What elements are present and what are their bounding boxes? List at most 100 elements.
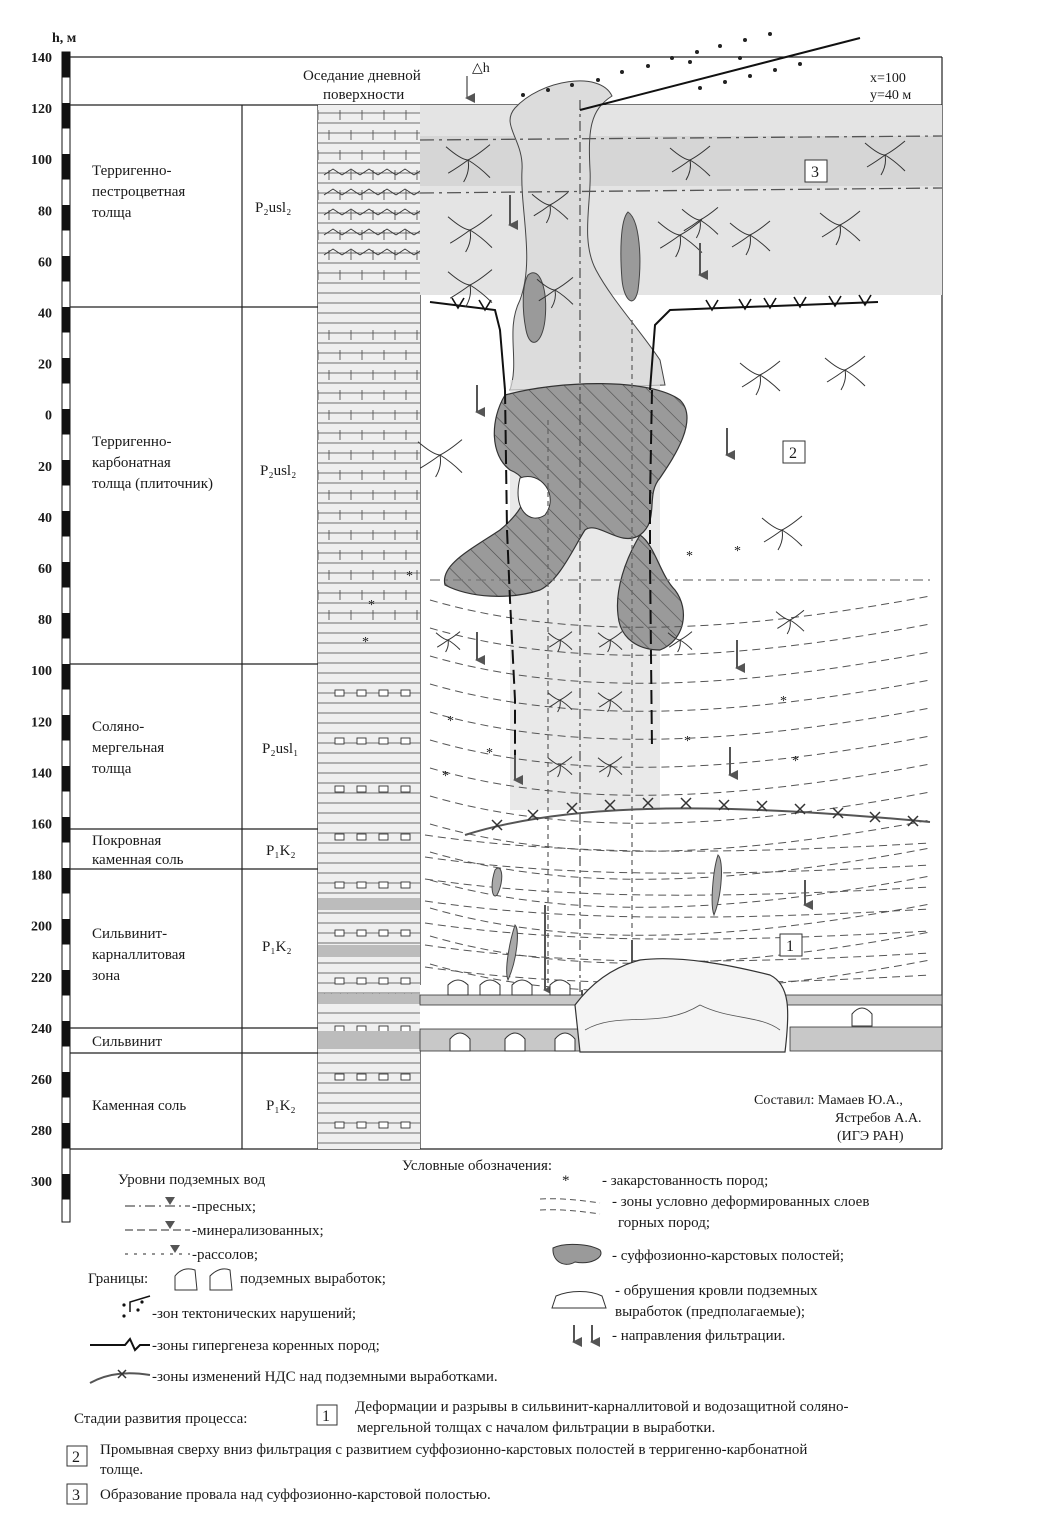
stage-3-marker: 3 <box>811 164 819 181</box>
legend-fresh-water: -пресных; <box>125 1197 256 1215</box>
axis-tick-label: 300 <box>31 1175 52 1190</box>
svg-text:-зоны изменений НДС над подзем: -зоны изменений НДС над подземными выраб… <box>152 1369 498 1385</box>
svg-text:2: 2 <box>72 1449 80 1466</box>
stages-title: Стадии развития процесса: <box>74 1411 247 1427</box>
axis-tick-label: 140 <box>31 51 52 66</box>
stratum-2-index: P₂usl₂ <box>260 463 296 479</box>
stratum-2-line-3: толща (плиточник) <box>92 476 213 492</box>
axis-tick-label: 220 <box>31 971 52 986</box>
roof-collapse <box>575 959 788 1052</box>
process-stages: Стадии развития процесса: 1 Деформации и… <box>67 1399 849 1504</box>
svg-text:-минерализованных;: -минерализованных; <box>192 1223 324 1239</box>
svg-text:- суффозионно-карстовых полост: - суффозионно-карстовых полостей; <box>612 1248 844 1264</box>
stratum-5-line-2: карналлитовая <box>92 947 185 963</box>
axis-tick-label: 40 <box>38 511 52 526</box>
lithology-column <box>318 105 432 1149</box>
axis-tick-label: 100 <box>31 153 52 168</box>
stratum-1-line-2: пестроцветная <box>92 184 185 200</box>
axis-tick-label: 80 <box>38 613 52 628</box>
stratum-5-index: P₁K₂ <box>262 939 292 955</box>
stratum-6-line-1: Сильвинит <box>92 1034 163 1050</box>
svg-text:-пресных;: -пресных; <box>192 1199 256 1215</box>
credit-line-1: Составил: Мамаев Ю.А., <box>754 1093 903 1108</box>
svg-text:- направления фильтрации.: - направления фильтрации. <box>612 1328 785 1344</box>
axis-tick-label: 40 <box>38 307 52 322</box>
karst-asterisk: * <box>447 714 454 729</box>
karst-asterisk: * <box>780 694 787 709</box>
stage-2-line-2: толще. <box>100 1462 143 1478</box>
scale-y: y=40 м <box>870 88 911 103</box>
legend-title: Условные обозначения: <box>402 1158 552 1174</box>
axis-tick-label: 120 <box>31 102 52 117</box>
legend-brine: -рассолов; <box>125 1245 258 1263</box>
legend-hypergenesis: -зоны гипергенеза коренных пород; <box>90 1338 380 1354</box>
stratum-1-line-1: Терригенно- <box>92 163 171 179</box>
svg-text:1: 1 <box>322 1408 330 1425</box>
stratum-7-line-1: Каменная соль <box>92 1098 186 1114</box>
karst-asterisk: * <box>792 754 799 769</box>
karst-asterisk: * <box>686 549 693 564</box>
stage-1-line-1: Деформации и разрывы в сильвинит-карналл… <box>355 1399 849 1415</box>
stage-1-marker: 1 <box>786 938 794 955</box>
svg-text:-зоны гипергенеза коренных пор: -зоны гипергенеза коренных пород; <box>152 1338 380 1354</box>
credit-line-3: (ИГЭ РАН) <box>837 1129 904 1144</box>
axis-title: h, м <box>52 31 77 46</box>
svg-text:*: * <box>562 1173 570 1189</box>
axis-tick-label: 100 <box>31 664 52 679</box>
svg-text:- обрушения кровли подземных: - обрушения кровли подземных <box>615 1283 818 1299</box>
stage-3-line-1: Образование провала над суффозионно-карс… <box>100 1487 491 1503</box>
svg-text:подземных выработок;: подземных выработок; <box>240 1271 386 1287</box>
karst-asterisk: * <box>442 769 449 784</box>
terrigenous-zone <box>420 105 942 295</box>
svg-text:горных пород;: горных пород; <box>618 1215 710 1231</box>
axis-tick-label: 0 <box>45 409 52 424</box>
axis-tick-label: 200 <box>31 920 52 935</box>
stratum-5-line-1: Сильвинит- <box>92 926 167 942</box>
stratum-1-index: P₂usl₂ <box>255 200 291 216</box>
legend: Условные обозначения: Уровни подземных в… <box>88 1158 869 1385</box>
legend-deformed: - зоны условно деформированных слоев гор… <box>540 1194 869 1231</box>
stratum-7-index: P₁K₂ <box>266 1098 296 1114</box>
depth-axis: h, м 14012010080604020020406080100120140… <box>31 31 77 1222</box>
svg-text:выработок (предполагаемые);: выработок (предполагаемые); <box>615 1304 805 1320</box>
karst-asterisk: * <box>486 746 493 761</box>
legend-filtration: - направления фильтрации. <box>574 1325 785 1344</box>
subsidence-label-1: Оседание дневной <box>303 68 421 84</box>
karst-asterisk: * <box>406 569 413 584</box>
svg-text:3: 3 <box>72 1487 80 1504</box>
stratum-3-line-2: мергельная <box>92 740 164 756</box>
stratum-2-line-1: Терригенно- <box>92 434 171 450</box>
axis-tick-label: 20 <box>38 460 52 475</box>
strata-labels: Терригенно- пестроцветная толща P₂usl₂ Т… <box>92 163 298 1114</box>
karst-asterisk: * <box>684 734 691 749</box>
stratum-4-index: P₁K₂ <box>266 843 296 859</box>
karst-asterisk: * <box>368 598 375 613</box>
stage-1-line-2: мергельной толщах с началом фильтрации в… <box>357 1420 715 1436</box>
legend-nds: -зоны изменений НДС над подземными выраб… <box>90 1369 498 1385</box>
axis-tick-label: 80 <box>38 204 52 219</box>
legend-workings: Границы: подземных выработок; <box>88 1269 386 1290</box>
legend-cavities: - суффозионно-карстовых полостей; <box>553 1244 844 1264</box>
axis-tick-labels: 1401201008060402002040608010012014016018… <box>31 51 52 1190</box>
axis-tick-label: 260 <box>31 1073 52 1088</box>
legend-mineral-water: -минерализованных; <box>125 1221 324 1239</box>
legend-collapse: - обрушения кровли подземных выработок (… <box>552 1283 818 1320</box>
legend-karst: * - закарстованность пород; <box>562 1173 768 1189</box>
subsidence-label-2: поверхности <box>323 87 404 103</box>
stratum-5-line-3: зона <box>92 968 120 984</box>
stratum-3-line-3: толща <box>92 761 132 777</box>
stage-2-marker: 2 <box>789 445 797 462</box>
axis-tick-label: 280 <box>31 1124 52 1139</box>
axis-tick-label: 20 <box>38 358 52 373</box>
stratum-3-line-1: Соляно- <box>92 719 144 735</box>
stratum-2-line-2: карбонатная <box>92 455 171 471</box>
axis-tick-label: 140 <box>31 766 52 781</box>
svg-text:-зон тектонических нарушений;: -зон тектонических нарушений; <box>152 1306 356 1322</box>
stage-2-line-1: Промывная сверху вниз фильтрация с разви… <box>100 1442 807 1458</box>
karst-asterisk: * <box>734 544 741 559</box>
axis-tick-label: 120 <box>31 715 52 730</box>
axis-scale-bars <box>62 52 70 1200</box>
svg-text:- закарстованность пород;: - закарстованность пород; <box>602 1173 768 1189</box>
axis-tick-label: 240 <box>31 1022 52 1037</box>
